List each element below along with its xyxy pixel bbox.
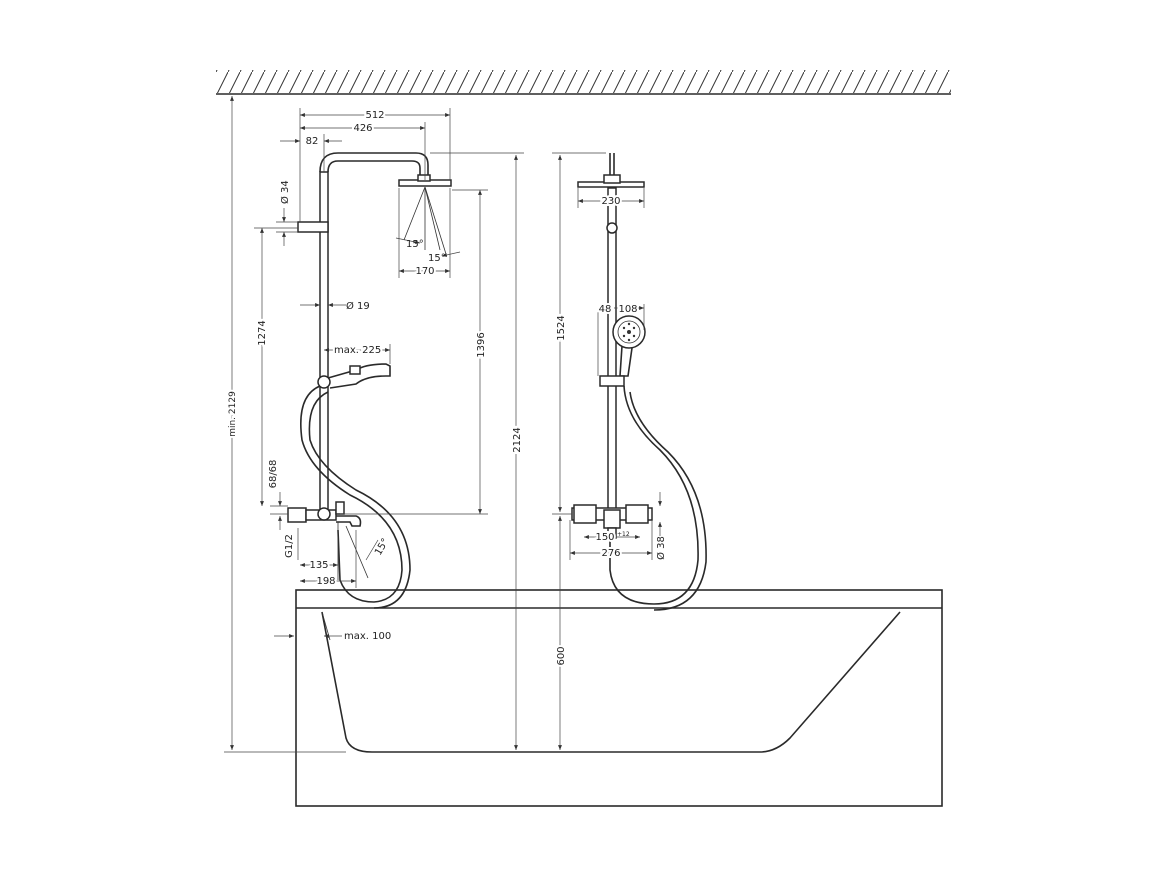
label-diameter-34: Ø 34 [279,180,291,204]
label-max-225: max. 225 [334,345,381,356]
label-1274: 1274 [257,320,268,345]
label-1524: 1524 [556,315,567,340]
label-g-half: G1/2 [284,534,295,558]
bath-spout [336,515,362,527]
label-170: 170 [415,266,434,277]
label-min-2129: min. 2129 [228,391,238,437]
label-diameter-38: Ø 38 [655,536,667,560]
slider-knob [317,375,331,389]
dimension-lines-right [552,152,662,750]
label-150-tolerance: +12 [617,531,630,538]
thermostat-body [287,507,307,523]
label-135: 135 [309,560,328,571]
label-angle-15-spout: 15° [373,537,391,558]
label-angle-15-left: 15° [406,239,424,250]
label-198: 198 [316,576,335,587]
label-angle-15-right: 15° [428,253,446,264]
dimension-lines-left [224,96,524,753]
label-426: 426 [353,123,372,134]
label-150: 150 [595,532,614,543]
label-512: 512 [365,110,384,121]
label-2124: 2124 [512,427,523,452]
label-max-100: max. 100 [344,631,391,642]
label-1396: 1396 [476,332,487,357]
label-600: 600 [556,646,567,665]
label-diameter-19: Ø 19 [346,300,370,312]
wall-bracket [297,221,329,233]
label-108: 108 [618,304,637,315]
shower-column-front-view [571,153,707,611]
label-276: 276 [601,548,620,559]
label-82: 82 [306,136,319,147]
label-48: 48 [599,304,612,315]
bathtub [295,589,943,807]
ceiling [216,70,951,95]
dimension-labels: 512 426 82 Ø 34 15° 15° 170 Ø 19 max. 22… [226,108,667,668]
label-230: 230 [601,196,620,207]
handshower-front [599,315,646,387]
shower-column-side-view [287,152,452,609]
label-68-68: 68/68 [268,460,279,489]
